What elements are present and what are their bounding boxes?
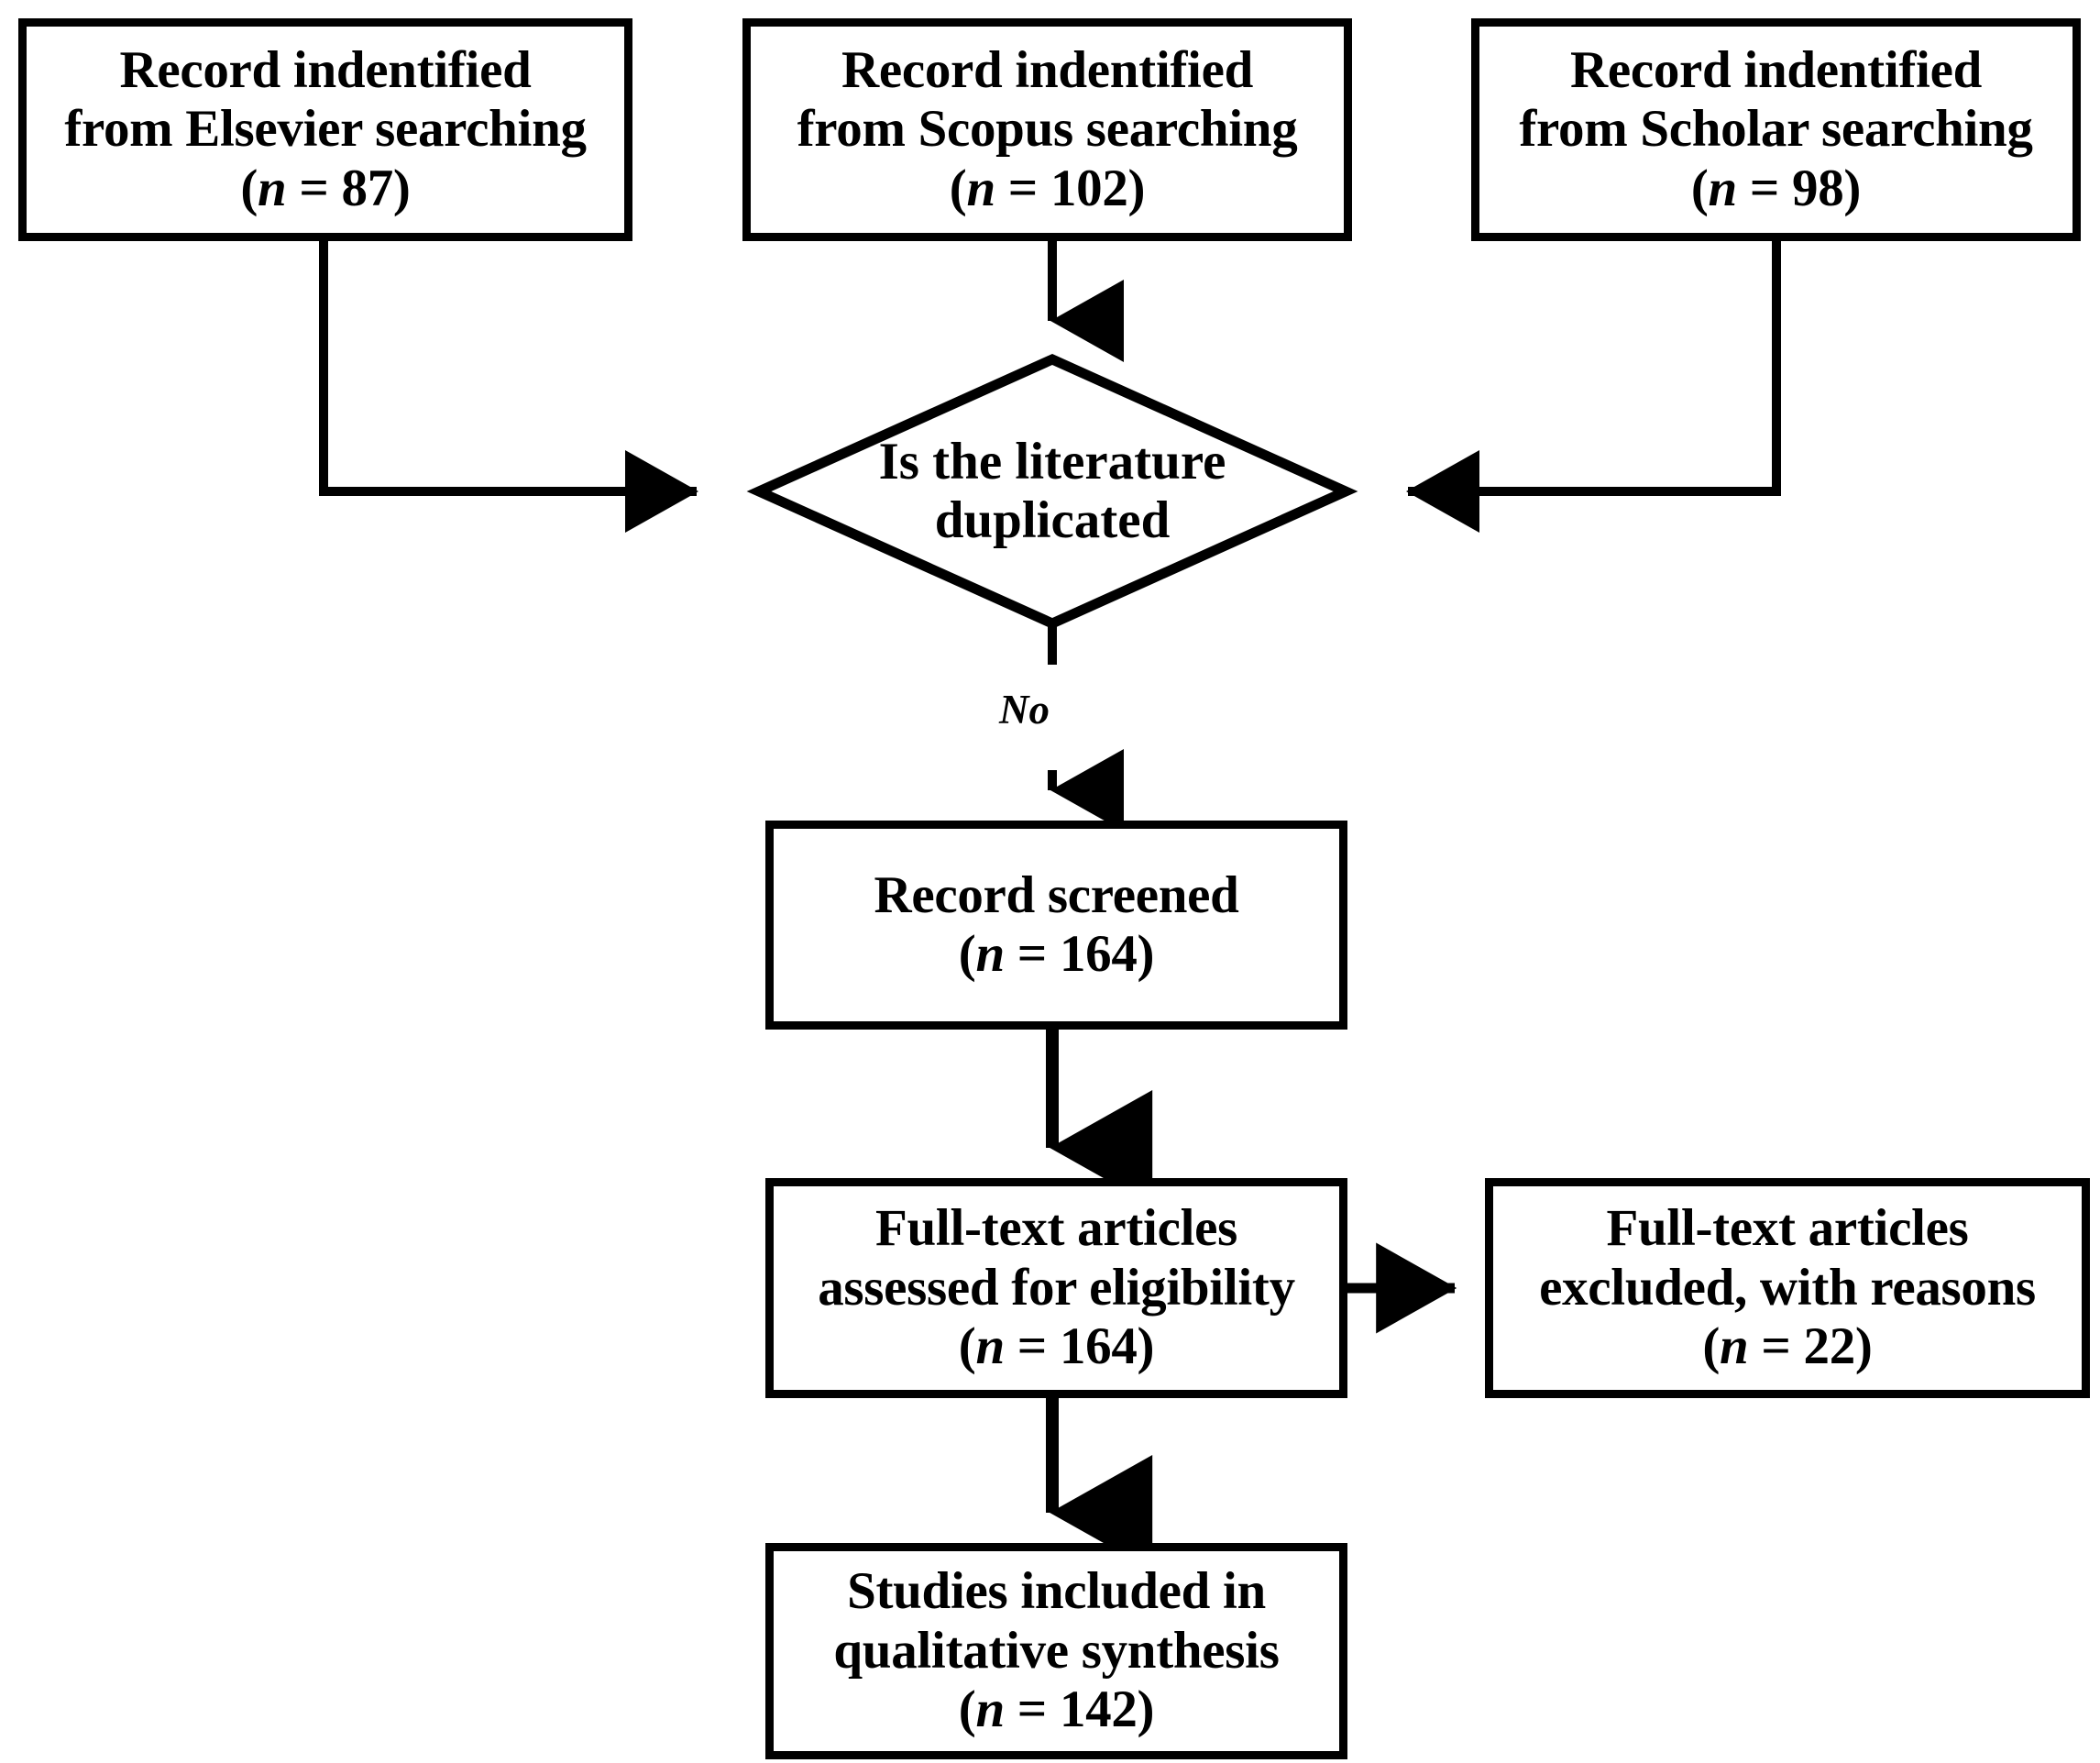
node-line-1: Full-text articles <box>874 1199 1238 1258</box>
node-record-identified-elsevier[interactable]: Record indentified from Elsevier searchi… <box>18 18 632 241</box>
node-count: (n = 87) <box>240 159 411 217</box>
node-line-2: from Elsevier searching <box>64 100 587 159</box>
edge-elsevier-to-decision <box>319 241 699 533</box>
node-line-1: Studies included in <box>847 1562 1266 1621</box>
edge-label-no: No <box>999 687 1050 733</box>
node-record-identified-scopus[interactable]: Record indentified from Scopus searching… <box>742 18 1352 241</box>
node-count: (n = 22) <box>1702 1317 1873 1376</box>
node-line-1: Record indentified <box>1570 40 1982 99</box>
node-line-2: qualitative synthesis <box>833 1621 1280 1680</box>
node-line-1: Record screened <box>874 865 1239 924</box>
node-line-2: from Scopus searching <box>797 100 1298 159</box>
node-studies-included-qualitative-synthesis[interactable]: Studies included in qualitative synthesi… <box>765 1543 1347 1759</box>
node-count: (n = 164) <box>958 925 1155 983</box>
node-decision-literature-duplicated[interactable]: Is the literature duplicated <box>759 358 1346 625</box>
node-line-2: from Scholar searching <box>1519 100 2033 159</box>
node-count: (n = 102) <box>949 159 1146 217</box>
node-record-identified-scholar[interactable]: Record indentified from Scholar searchin… <box>1471 18 2081 241</box>
node-count: (n = 98) <box>1690 159 1862 217</box>
node-count: (n = 142) <box>958 1680 1155 1739</box>
node-record-screened[interactable]: Record screened (n = 164) <box>765 821 1347 1030</box>
edge-scholar-to-decision <box>1405 241 1781 533</box>
decision-line-1: Is the literature <box>878 432 1226 490</box>
node-line-1: Record indentified <box>119 40 532 99</box>
node-line-1: Record indentified <box>841 40 1253 99</box>
node-line-2: excluded, with reasons <box>1539 1258 2036 1317</box>
node-line-1: Full-text articles <box>1606 1199 1969 1258</box>
node-fulltext-assessed-eligibility[interactable]: Full-text articles assessed for eligibil… <box>765 1178 1347 1398</box>
node-fulltext-excluded-with-reasons[interactable]: Full-text articles excluded, with reason… <box>1485 1178 2090 1398</box>
decision-line-2: duplicated <box>934 491 1171 549</box>
node-count: (n = 164) <box>958 1317 1155 1376</box>
node-line-2: assessed for eligibility <box>818 1258 1295 1317</box>
decision-label-group: Is the literature duplicated <box>759 358 1346 625</box>
